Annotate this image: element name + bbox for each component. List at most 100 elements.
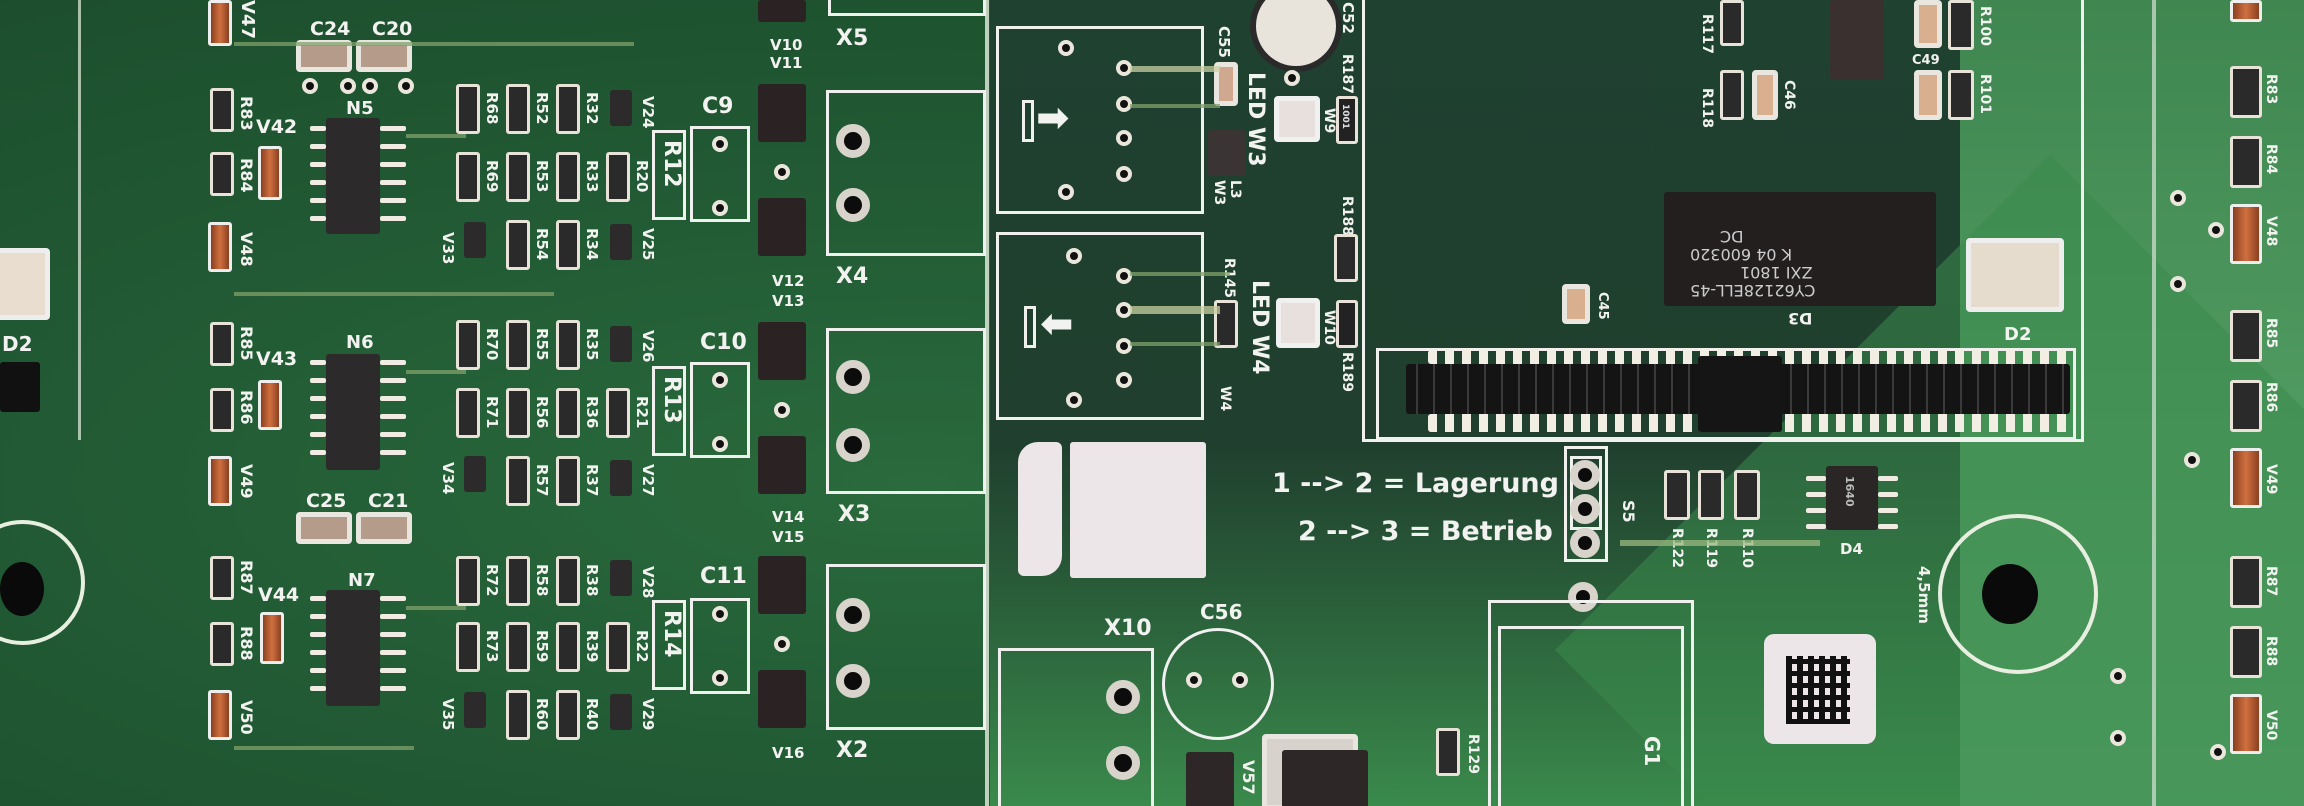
battery-g1-outline bbox=[1488, 600, 1694, 806]
diode-v50 bbox=[208, 690, 232, 740]
via bbox=[1116, 338, 1132, 354]
label-right-r88: R88 bbox=[2263, 636, 2279, 667]
label-c49: C49 bbox=[1912, 53, 1940, 68]
diode-right-v49 bbox=[2230, 448, 2262, 508]
label-r13: R13 bbox=[659, 376, 684, 424]
label-r72: R72 bbox=[483, 564, 501, 597]
label-s5: S5 bbox=[1619, 500, 1638, 523]
copper-trace bbox=[234, 746, 414, 750]
label-v34: V34 bbox=[439, 462, 457, 495]
resistor-r85 bbox=[210, 322, 234, 366]
label-c20: C20 bbox=[372, 18, 413, 40]
jumper-s5-pin1[interactable] bbox=[1570, 460, 1600, 490]
jumper-s5-outline[interactable] bbox=[1564, 446, 1608, 562]
via bbox=[1066, 392, 1082, 408]
led-w4 bbox=[1276, 298, 1320, 348]
label-r39: R39 bbox=[583, 630, 601, 663]
label-x5: X5 bbox=[836, 26, 869, 51]
resistor-r32 bbox=[556, 84, 580, 134]
label-r37: R37 bbox=[583, 464, 601, 497]
label-r69: R69 bbox=[483, 160, 501, 193]
label-w3-small: W3 bbox=[1211, 180, 1227, 206]
label-w10: W10 bbox=[1321, 310, 1337, 345]
via bbox=[2110, 730, 2126, 746]
connector-x2-outline[interactable] bbox=[826, 564, 986, 730]
label-right-v50: V50 bbox=[2263, 710, 2279, 741]
jumper-s5-pin2[interactable] bbox=[1570, 494, 1600, 524]
chip-marking-line1: CY62128ELL-45 bbox=[1690, 281, 1816, 300]
label-x2: X2 bbox=[836, 738, 869, 763]
diode-v43 bbox=[258, 380, 282, 430]
via bbox=[2170, 276, 2186, 292]
via bbox=[398, 78, 414, 94]
via bbox=[2210, 744, 2226, 760]
label-r122: R122 bbox=[1669, 528, 1685, 569]
label-v57: V57 bbox=[1239, 760, 1258, 795]
resistor-r58 bbox=[506, 556, 530, 606]
diode-right-v48 bbox=[2230, 204, 2262, 264]
via bbox=[712, 606, 728, 622]
label-r129: R129 bbox=[1465, 734, 1481, 775]
capacitor-c49a bbox=[1914, 0, 1942, 48]
label-r88: R88 bbox=[237, 626, 256, 661]
resistor-r59 bbox=[506, 622, 530, 672]
label-d3: D3 bbox=[1788, 309, 1813, 328]
resistor-r73 bbox=[456, 622, 480, 672]
label-v10: V10 bbox=[770, 36, 803, 54]
label-led-w4: LED W4 bbox=[1247, 280, 1272, 375]
connector-x4-pin2 bbox=[836, 188, 870, 222]
label-d2-left: D2 bbox=[2, 332, 33, 356]
diode-v44 bbox=[260, 612, 284, 664]
right-outline-line bbox=[2152, 0, 2156, 806]
diode-right-top bbox=[2230, 0, 2262, 22]
label-w9: W9 bbox=[1321, 108, 1337, 134]
via bbox=[362, 78, 378, 94]
label-r20: R20 bbox=[633, 160, 651, 193]
copper-trace bbox=[1130, 306, 1220, 314]
label-r59: R59 bbox=[533, 630, 551, 663]
resistor-r70 bbox=[456, 320, 480, 370]
label-v12: V12 bbox=[772, 272, 805, 290]
connector-x10-outline[interactable] bbox=[998, 648, 1154, 806]
resistor-right-r85 bbox=[2230, 310, 2262, 362]
copper-trace bbox=[234, 292, 554, 296]
connector-x3-outline[interactable] bbox=[826, 328, 986, 494]
resistor-r12-outline bbox=[652, 130, 686, 220]
connector-x4-outline[interactable] bbox=[826, 90, 986, 256]
resistor-r119 bbox=[1698, 470, 1724, 520]
label-x3: X3 bbox=[838, 502, 871, 527]
resistor-right-r84 bbox=[2230, 136, 2262, 188]
mount-hole-right bbox=[1982, 564, 2038, 624]
label-r34: R34 bbox=[583, 228, 601, 261]
connector-w3-outline[interactable] bbox=[996, 26, 1204, 214]
label-r12: R12 bbox=[659, 140, 684, 188]
label-v11: V11 bbox=[770, 54, 803, 72]
voltage-regulator bbox=[1282, 750, 1368, 806]
diode-v49 bbox=[208, 456, 232, 506]
label-c21: C21 bbox=[368, 490, 409, 512]
label-r84: R84 bbox=[237, 158, 256, 193]
resistor-r101 bbox=[1948, 70, 1974, 120]
arrow-right-icon: ➡ bbox=[1036, 95, 1070, 141]
label-r189: R189 bbox=[1339, 352, 1355, 393]
tvs-v10 bbox=[758, 0, 806, 22]
label-r86: R86 bbox=[237, 390, 256, 425]
label-r52: R52 bbox=[533, 92, 551, 125]
connector-w4-outline[interactable] bbox=[996, 232, 1204, 420]
via bbox=[2208, 222, 2224, 238]
tvs-v16 bbox=[758, 670, 806, 728]
label-led-w3: LED W3 bbox=[1243, 72, 1268, 167]
via bbox=[774, 402, 790, 418]
label-v43: V43 bbox=[256, 348, 298, 370]
via bbox=[2170, 190, 2186, 206]
jumper-s5-pin3[interactable] bbox=[1570, 528, 1600, 558]
via bbox=[1284, 70, 1300, 86]
via bbox=[1058, 184, 1074, 200]
transistor-v24 bbox=[610, 90, 632, 126]
copper-trace bbox=[406, 134, 466, 138]
resistor-r56 bbox=[506, 388, 530, 438]
arrow-base-w4 bbox=[1024, 306, 1036, 348]
capacitor-c46 bbox=[1752, 70, 1778, 120]
ic-d4-marking: 1640 bbox=[1843, 476, 1856, 507]
label-x10: X10 bbox=[1104, 616, 1152, 641]
